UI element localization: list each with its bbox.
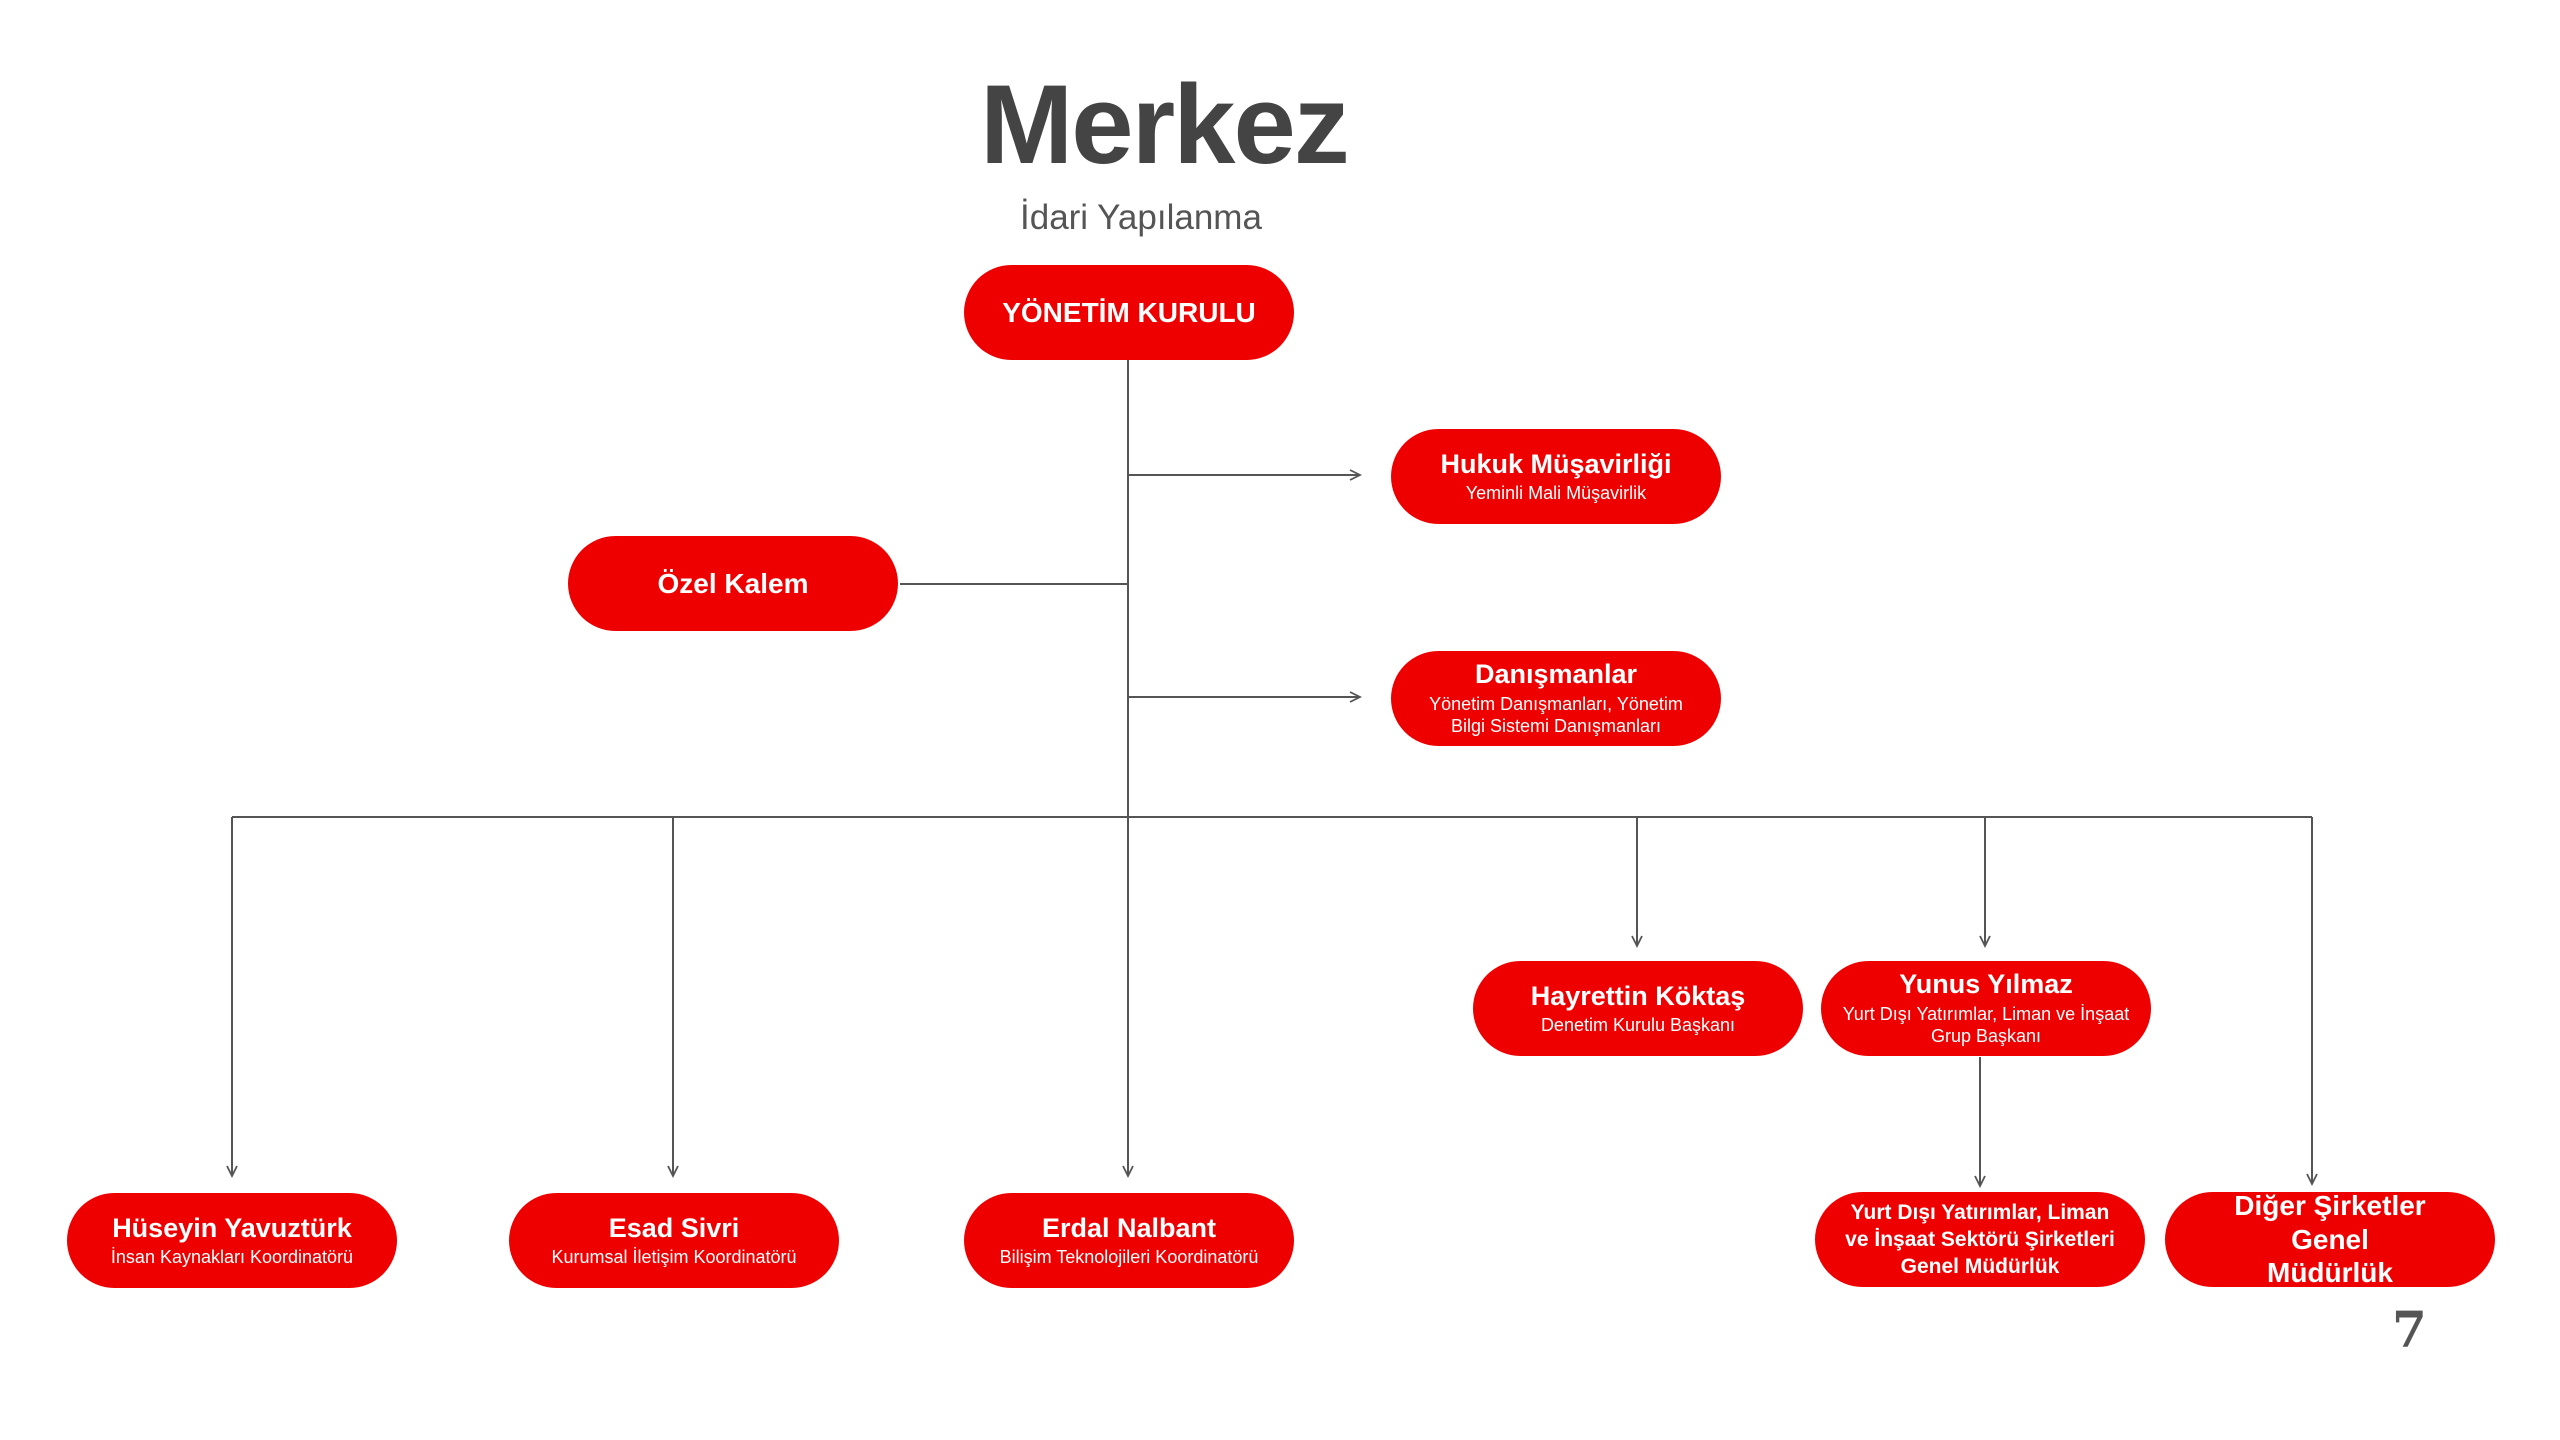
node-other-gm-name: Diğer Şirketler Genel Müdürlük	[2234, 1190, 2426, 1289]
node-comms-name: Esad Sivri	[608, 1212, 740, 1243]
node-private-office-name: Özel Kalem	[657, 567, 809, 599]
node-comms-role: Kurumsal İletişim Koordinatörü	[551, 1246, 797, 1267]
node-legal: Hukuk Müşavirliği Yeminli Mali Müşavirli…	[1391, 429, 1721, 524]
node-other-gm: Diğer Şirketler Genel Müdürlük	[2165, 1190, 2495, 1289]
node-audit-name: Hayrettin Köktaş	[1530, 980, 1746, 1011]
page-title: Merkez	[980, 62, 1350, 187]
node-it: Erdal Nalbant Bilişim Teknolojileri Koor…	[964, 1193, 1294, 1288]
node-advisors: Danışmanlar Yönetim Danışmanları, Yöneti…	[1391, 651, 1721, 746]
node-hr-name: Hüseyin Yavuztürk	[112, 1212, 352, 1243]
node-legal-name: Hukuk Müşavirliği	[1440, 448, 1672, 479]
node-overseas-gm: Yurt Dışı Yatırımlar, Liman ve İnşaat Se…	[1815, 1192, 2145, 1287]
node-it-name: Erdal Nalbant	[1041, 1212, 1217, 1243]
node-it-role: Bilişim Teknolojileri Koordinatörü	[999, 1246, 1259, 1267]
page-number: 7	[2392, 1300, 2427, 1359]
node-audit-role: Denetim Kurulu Başkanı	[1540, 1014, 1736, 1035]
node-overseas-name: Yunus Yılmaz	[1899, 969, 2073, 1000]
node-board-name: YÖNETİM KURULU	[1002, 296, 1256, 328]
node-hr: Hüseyin Yavuztürk İnsan Kaynakları Koord…	[67, 1193, 397, 1288]
node-advisors-role: Yönetim Danışmanları, Yönetim Bilgi Sist…	[1429, 693, 1683, 737]
node-hr-role: İnsan Kaynakları Koordinatörü	[110, 1246, 354, 1267]
node-advisors-name: Danışmanlar	[1474, 659, 1638, 690]
node-overseas: Yunus Yılmaz Yurt Dışı Yatırımlar, Liman…	[1821, 961, 2151, 1056]
node-comms: Esad Sivri Kurumsal İletişim Koordinatör…	[509, 1193, 839, 1288]
node-board: YÖNETİM KURULU	[964, 265, 1294, 360]
node-legal-role: Yeminli Mali Müşavirlik	[1465, 482, 1647, 503]
node-overseas-gm-name: Yurt Dışı Yatırımlar, Liman ve İnşaat Se…	[1845, 1200, 2115, 1279]
page-subtitle: İdari Yapılanma	[1020, 198, 1262, 237]
node-overseas-role: Yurt Dışı Yatırımlar, Liman ve İnşaat Gr…	[1842, 1003, 2130, 1047]
node-audit: Hayrettin Köktaş Denetim Kurulu Başkanı	[1473, 961, 1803, 1056]
node-private-office: Özel Kalem	[568, 536, 898, 631]
